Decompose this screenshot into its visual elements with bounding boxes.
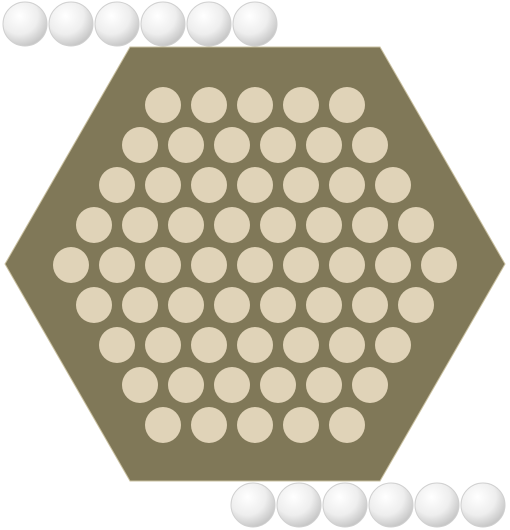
board-cell[interactable] <box>237 407 273 443</box>
board-cell[interactable] <box>306 207 342 243</box>
captured-marble <box>368 482 414 528</box>
board-cell[interactable] <box>283 87 319 123</box>
board-cell[interactable] <box>398 287 434 323</box>
board-cell[interactable] <box>76 287 112 323</box>
captured-marble <box>460 482 506 528</box>
board-cell[interactable] <box>352 127 388 163</box>
captured-marble <box>322 482 368 528</box>
board-cell[interactable] <box>329 87 365 123</box>
board-cell[interactable] <box>53 247 89 283</box>
board-cell[interactable] <box>375 247 411 283</box>
board-cell[interactable] <box>99 167 135 203</box>
board-cell[interactable] <box>352 287 388 323</box>
board-cell[interactable] <box>99 247 135 283</box>
board-cell[interactable] <box>145 87 181 123</box>
board-cell[interactable] <box>122 367 158 403</box>
board-cells <box>53 87 457 443</box>
captured-marble <box>2 1 48 47</box>
board-cell[interactable] <box>237 167 273 203</box>
captured-marble <box>230 482 276 528</box>
board-cell[interactable] <box>352 207 388 243</box>
board-cell[interactable] <box>237 327 273 363</box>
board-cell[interactable] <box>329 167 365 203</box>
board-cell[interactable] <box>283 167 319 203</box>
board-cell[interactable] <box>99 327 135 363</box>
board-cell[interactable] <box>191 167 227 203</box>
board-cell[interactable] <box>168 127 204 163</box>
board-cell[interactable] <box>168 287 204 323</box>
board-cell[interactable] <box>398 207 434 243</box>
board-cell[interactable] <box>283 327 319 363</box>
board-cell[interactable] <box>214 207 250 243</box>
board-cell[interactable] <box>145 407 181 443</box>
captured-marble <box>186 1 232 47</box>
captured-marble <box>140 1 186 47</box>
board-cell[interactable] <box>76 207 112 243</box>
board-cell[interactable] <box>191 87 227 123</box>
board-cell[interactable] <box>191 407 227 443</box>
captured-marble <box>232 1 278 47</box>
board-cell[interactable] <box>122 127 158 163</box>
captured-marble <box>94 1 140 47</box>
board-cell[interactable] <box>329 327 365 363</box>
board-cell[interactable] <box>145 247 181 283</box>
board-cell[interactable] <box>421 247 457 283</box>
board-cell[interactable] <box>122 207 158 243</box>
board-cell[interactable] <box>168 207 204 243</box>
board-cell[interactable] <box>329 407 365 443</box>
board-cell[interactable] <box>191 327 227 363</box>
board-cell[interactable] <box>352 367 388 403</box>
board-cell[interactable] <box>237 87 273 123</box>
board-cell[interactable] <box>168 367 204 403</box>
captured-marble <box>414 482 460 528</box>
board-cell[interactable] <box>191 247 227 283</box>
board-cell[interactable] <box>260 207 296 243</box>
board-cell[interactable] <box>283 407 319 443</box>
board-cell[interactable] <box>306 367 342 403</box>
board-cell[interactable] <box>214 287 250 323</box>
board-cell[interactable] <box>214 127 250 163</box>
captured-marble <box>276 482 322 528</box>
board-cell[interactable] <box>375 327 411 363</box>
board-cell[interactable] <box>237 247 273 283</box>
board-cell[interactable] <box>260 367 296 403</box>
board-cell[interactable] <box>214 367 250 403</box>
board-cell[interactable] <box>260 287 296 323</box>
board-cell[interactable] <box>329 247 365 283</box>
board-cell[interactable] <box>375 167 411 203</box>
captured-marbles-bottom <box>230 482 506 528</box>
board-cell[interactable] <box>306 127 342 163</box>
board-cell[interactable] <box>145 167 181 203</box>
board-cell[interactable] <box>306 287 342 323</box>
board-cell[interactable] <box>260 127 296 163</box>
captured-marble <box>48 1 94 47</box>
board-cell[interactable] <box>283 247 319 283</box>
board-cell[interactable] <box>122 287 158 323</box>
captured-marbles-top <box>2 1 278 47</box>
board-cell[interactable] <box>145 327 181 363</box>
